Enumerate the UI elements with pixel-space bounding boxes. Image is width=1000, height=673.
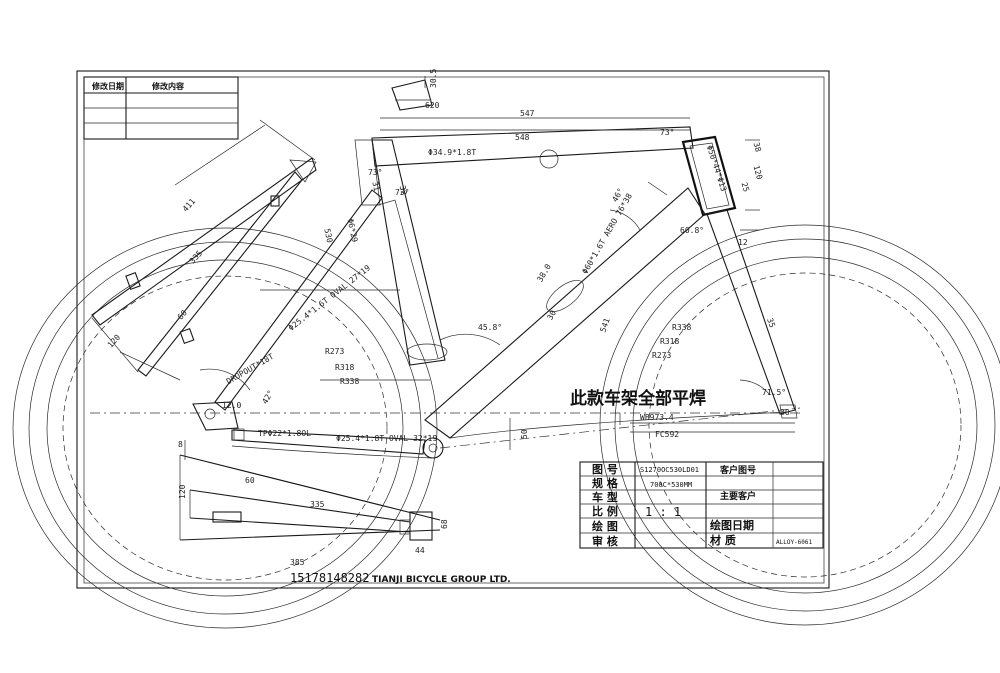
dim-30-5: 30.5 (429, 69, 438, 88)
fork (706, 209, 796, 415)
dim-seat-dia: Φ25.4*1.6T OVAL 27*19 (287, 263, 372, 332)
dim-547: 547 (520, 109, 535, 118)
dim-r338a: R338 (340, 377, 359, 386)
model-label: 车 型 (592, 490, 618, 504)
dropout (192, 401, 239, 431)
phone-number: 15178148282 (290, 571, 369, 585)
title-block: 图 号 S1270OC530LD01 规 格 700C*530MM 车 型 比 … (579, 461, 824, 549)
seat-stay-detail (91, 119, 317, 381)
dim-cs-8: 8 (178, 440, 183, 449)
dim-cs-44: 44 (415, 546, 425, 555)
dim-ang-73b: 73° (395, 188, 409, 197)
inner-border (83, 76, 825, 584)
customer-no-label: 客户图号 (719, 464, 756, 476)
material-label: 材 质 (710, 533, 736, 547)
dim-seat-411: 411 (181, 197, 197, 214)
frame (192, 126, 798, 459)
seat-clamp (391, 79, 433, 111)
dim-top-tube: Φ34.9*1.8T (428, 148, 476, 157)
dim-r318a: R318 (335, 363, 354, 372)
outer-border (76, 70, 830, 589)
dim-620: 620 (425, 101, 440, 110)
dim-seat-530: 530 (322, 228, 334, 244)
dim-fork-30: 30 (780, 408, 790, 417)
dim-chain-dia: Φ25.4*1.8T OVAL 32*19 (336, 434, 437, 443)
welding-note: 此款车架全部平焊 (570, 388, 706, 409)
dim-seat-120: 120 (106, 333, 122, 350)
material-value: ALLOY-6061 (776, 539, 813, 546)
dim-seat-335: 335 (188, 249, 204, 266)
dim-fork-35: 35 (765, 317, 777, 329)
dim-r273a: R273 (325, 347, 344, 356)
dim-cs-68: 68 (440, 519, 449, 529)
dim-cs-385: 385 (290, 558, 305, 567)
chain-stay (231, 429, 426, 455)
front-wheel (599, 224, 1000, 626)
drawn-label: 绘 图 (592, 519, 618, 533)
dim-fc: FC592 (655, 430, 679, 439)
dim-wb: WB973.4 (640, 413, 674, 422)
revision-table: 修改日期 修改内容 (83, 76, 239, 140)
revision-content-header: 修改内容 (151, 81, 184, 91)
spec-label: 规 格 (592, 476, 619, 490)
dim-down-541: 541 (598, 317, 611, 334)
dim-chain-stay: TPΦ22*1.8OL (258, 429, 311, 438)
dim-seat-32: 32 (398, 185, 409, 196)
dim-ang-73a: 73° (660, 128, 674, 137)
dim-cs-60: 60 (245, 476, 255, 485)
drawn-date-label: 绘图日期 (710, 518, 754, 532)
dim-r273b: R273 (652, 351, 671, 360)
customer-label: 主要客户 (720, 490, 756, 502)
drawing-no-value: S1270OC530LD01 (640, 466, 699, 474)
dim-ang-45-8: 45.8° (478, 323, 502, 332)
top-tube (371, 126, 694, 167)
dim-548: 548 (515, 133, 530, 142)
dim-ang-73c: 73° (368, 168, 382, 177)
dim-head-25: 25 (740, 181, 751, 193)
drawing-no-label: 图 号 (592, 463, 618, 476)
chain-stay-detail (179, 440, 441, 541)
dim-stay: DROPOUT*18T (225, 352, 276, 386)
scale-label: 比 例 (592, 504, 618, 518)
dim-r338b: R338 (672, 323, 691, 332)
revision-date-header: 修改日期 (91, 81, 124, 91)
dim-cs-120: 120 (178, 484, 187, 499)
spec-value: 700C*530MM (650, 481, 692, 489)
dim-head-12: 12 (738, 238, 748, 247)
dim-down-40: 38.0 (535, 262, 553, 283)
dim-down-tube: Φ60*1.6T AERO 76*38 (580, 192, 634, 276)
seat-tube (371, 139, 446, 366)
scale-value: 1 : 1 (645, 505, 681, 519)
dim-seat-31: 31 (370, 181, 381, 192)
seat-stay (214, 189, 383, 411)
dim-ang-42: 42° (260, 389, 275, 406)
company-name: TIANJI BICYCLE GROUP LTD. (372, 575, 511, 585)
dim-cs-335: 335 (310, 500, 325, 509)
dimension-lines (90, 99, 801, 450)
dim-ang-71-5: 71.5° (762, 388, 786, 397)
dim-head-38: 38 (752, 141, 763, 153)
dim-r318b: R318 (660, 337, 679, 346)
dim-down-30: 30 (545, 309, 558, 322)
head-tube (681, 135, 737, 217)
check-label: 审 核 (592, 534, 618, 548)
dim-head-120: 120 (752, 164, 764, 180)
dim-drop-12: 12.0 (222, 401, 241, 410)
dim-ang-60-8: 60.8° (680, 226, 704, 235)
dim-seat-gap: Φ6*29 (345, 218, 359, 244)
dim-bb-50: 50 (520, 429, 529, 439)
